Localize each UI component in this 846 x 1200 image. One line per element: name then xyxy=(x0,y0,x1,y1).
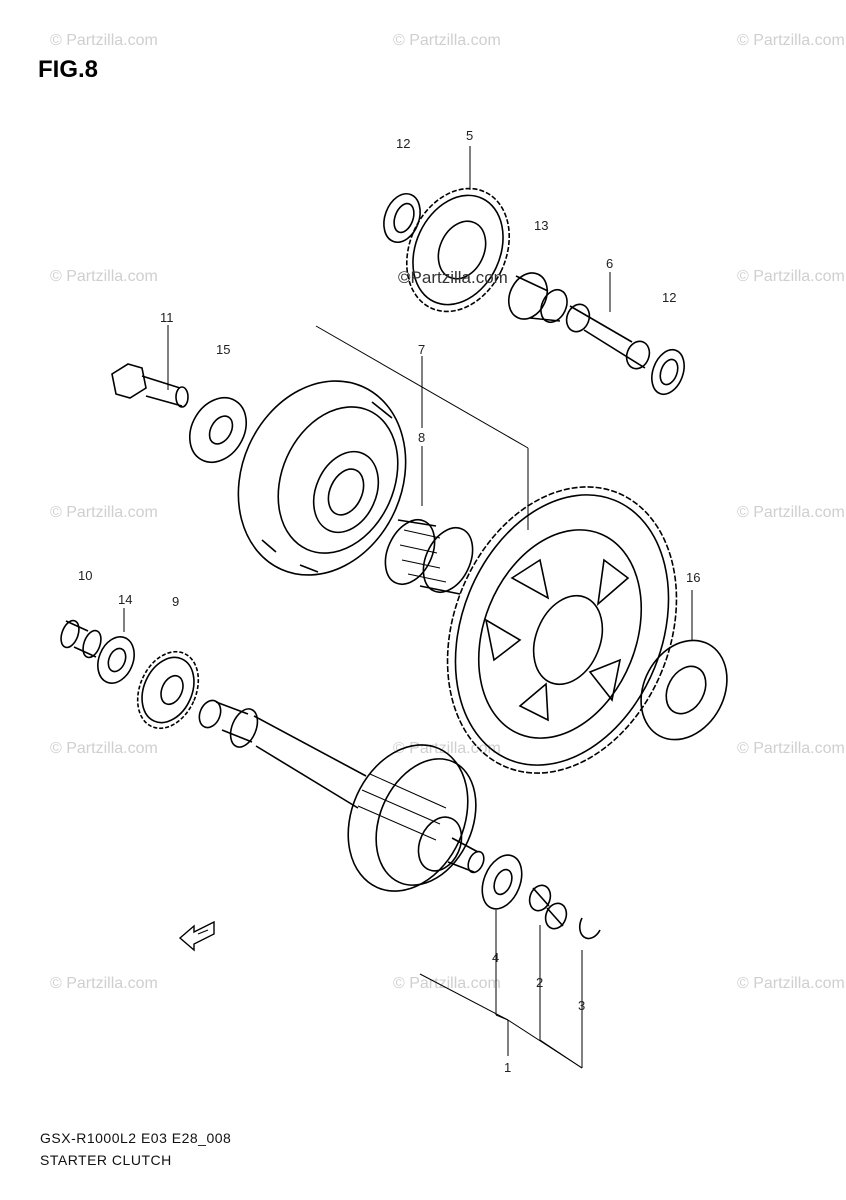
starter-clutch-shaft-assembly xyxy=(198,699,485,892)
figure-title: FIG.8 xyxy=(38,56,99,83)
bolt-11 xyxy=(111,363,189,408)
starter-driven-gear xyxy=(446,486,678,774)
needle-bearing-8 xyxy=(384,519,474,595)
model-code: GSX-R1000L2 E03 E28_008 xyxy=(40,1130,232,1146)
watermark: © Partzilla.com xyxy=(50,504,158,521)
gear-5-body xyxy=(412,194,504,306)
washer-15 xyxy=(188,397,248,463)
callout-3: 3 xyxy=(578,998,586,1013)
callout-5: 5 xyxy=(466,128,474,143)
callout-10: 10 xyxy=(78,568,93,583)
watermark: © Partzilla.com xyxy=(393,32,501,49)
starter-driven-gear-body xyxy=(454,494,670,766)
watermark: © Partzilla.com xyxy=(737,268,845,285)
watermark: © Partzilla.com xyxy=(737,740,845,757)
callout-12: 12 xyxy=(662,290,677,305)
watermark: © Partzilla.com xyxy=(737,975,845,992)
callout-14: 14 xyxy=(118,592,133,607)
watermark: © Partzilla.com xyxy=(50,740,158,757)
callout-12: 12 xyxy=(396,136,411,151)
callout-7: 7 xyxy=(418,342,426,357)
watermark: © Partzilla.com xyxy=(50,32,158,49)
watermark: © Partzilla.com xyxy=(50,975,158,992)
callout-13: 13 xyxy=(534,218,549,233)
bushing-2 xyxy=(528,884,568,930)
circlip-3 xyxy=(578,917,601,940)
washer-14 xyxy=(97,636,135,684)
washer-16 xyxy=(640,639,728,741)
callout-11: 11 xyxy=(160,310,174,325)
callout-6: 6 xyxy=(606,256,614,271)
gear-9 xyxy=(136,650,200,730)
bushing-10 xyxy=(60,619,102,659)
callout-4: 4 xyxy=(492,950,500,965)
callout-2: 2 xyxy=(536,975,544,990)
callout-8: 8 xyxy=(418,430,426,445)
watermark-center: ©Partzilla.com xyxy=(398,268,508,287)
fwd-arrow-icon xyxy=(178,920,215,952)
starter-clutch-housing-7 xyxy=(237,380,407,576)
watermark: © Partzilla.com xyxy=(737,504,845,521)
washer-12-right xyxy=(651,348,685,396)
watermark: © Partzilla.com xyxy=(50,268,158,285)
callout-1: 1 xyxy=(504,1060,512,1075)
watermark: © Partzilla.com xyxy=(393,975,501,992)
needle-bearing-13 xyxy=(507,272,568,324)
shaft-6 xyxy=(565,303,651,370)
callout-16: 16 xyxy=(686,570,701,585)
washer-4 xyxy=(481,854,523,910)
callout-15: 15 xyxy=(216,342,231,357)
washer-12-top xyxy=(383,192,421,244)
gear-9-body xyxy=(141,656,195,724)
watermark: © Partzilla.com xyxy=(737,32,845,49)
section-name: STARTER CLUTCH xyxy=(40,1152,172,1168)
gear-5 xyxy=(405,187,511,313)
callout-9: 9 xyxy=(172,594,180,609)
leader-lines xyxy=(123,146,693,1069)
